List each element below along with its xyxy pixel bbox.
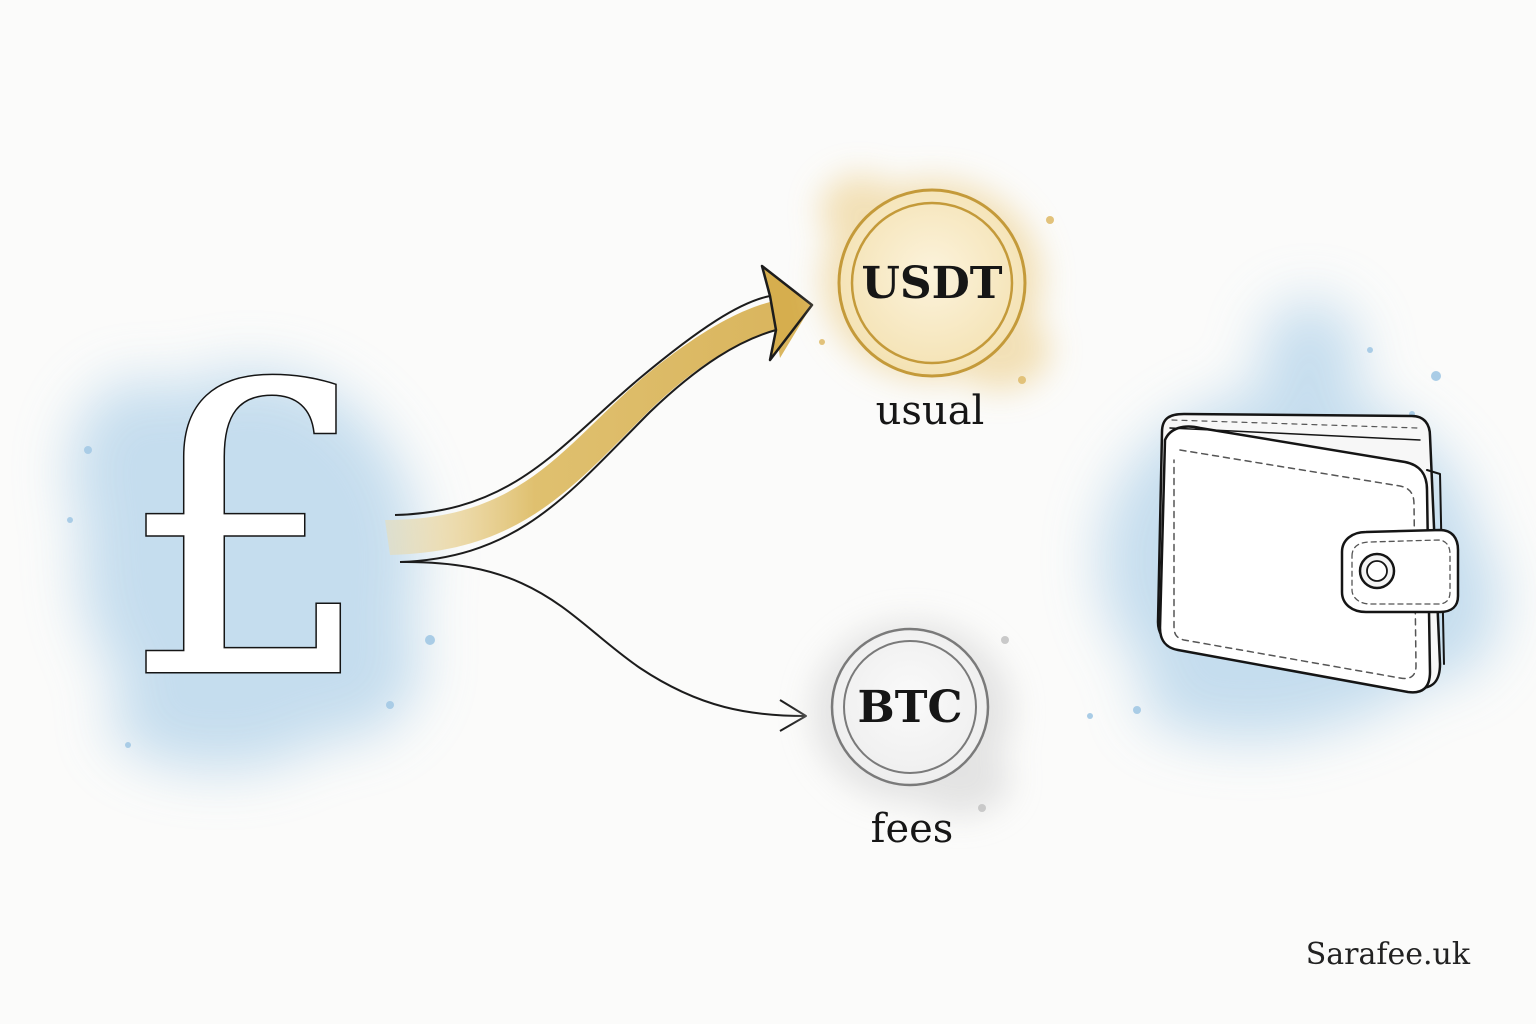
usdt-node: USDT usual — [819, 175, 1054, 434]
usdt-splash-dots — [819, 216, 1054, 384]
usdt-coin-inner — [850, 201, 1014, 365]
pound-watercolor-splash — [70, 370, 420, 770]
btc-caption: fees — [871, 806, 954, 852]
usdt-coin-outer — [837, 188, 1027, 378]
btc-coin-inner — [843, 640, 977, 774]
btc-node: BTC fees — [812, 622, 1012, 852]
route-arrows — [385, 264, 814, 732]
wallet-destination — [1087, 300, 1500, 740]
splash-dots — [67, 446, 435, 748]
btc-splash-dots — [978, 636, 1009, 812]
arrow-to-btc — [399, 560, 807, 732]
btc-coin-label: BTC — [858, 682, 963, 733]
usdt-caption: usual — [876, 388, 985, 434]
btc-coin-outer — [830, 627, 990, 787]
wallet-icon — [1156, 412, 1460, 694]
arrow-to-usdt — [385, 264, 814, 563]
usdt-coin-label: USDT — [861, 258, 1002, 309]
brand-watermark: Sarafee.uk — [1306, 937, 1471, 972]
pound-sign-icon: £ — [120, 302, 375, 767]
wallet-splash-dots — [1087, 347, 1441, 719]
pound-source: £ — [67, 301, 435, 770]
